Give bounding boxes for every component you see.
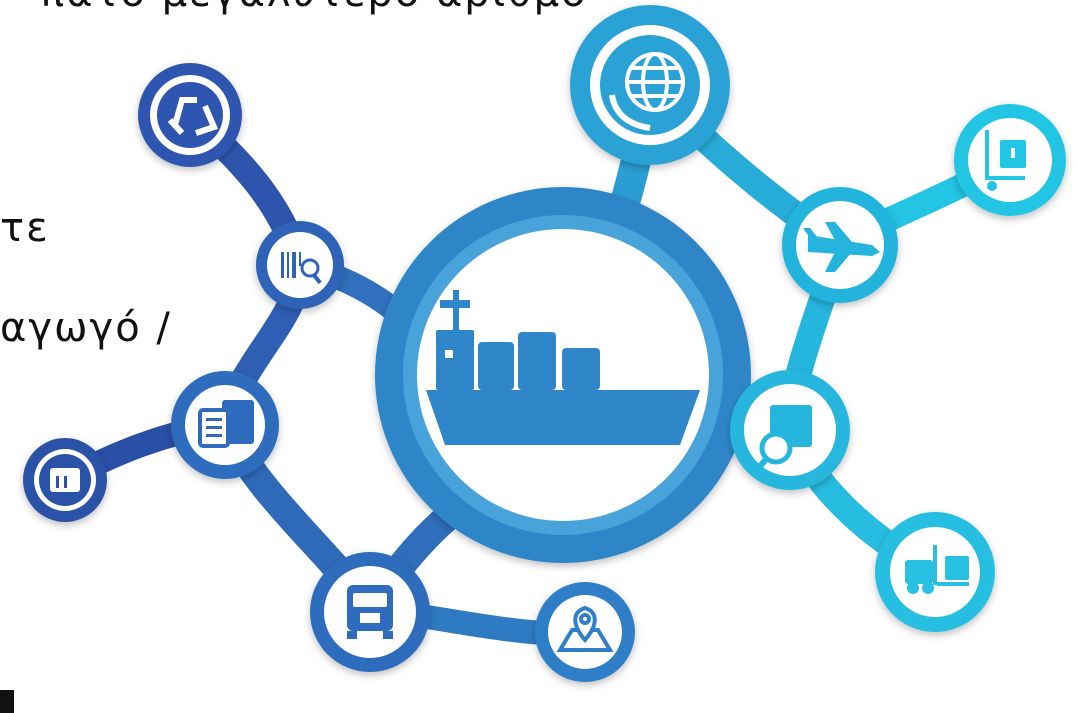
barcode-search-icon (281, 252, 322, 285)
slide-text-line1: τε (0, 205, 50, 251)
map-pin-icon (556, 605, 614, 652)
forklift-icon (905, 545, 969, 594)
package-up-icon (50, 468, 80, 492)
globe-phone-icon (609, 52, 685, 131)
truck-icon (347, 585, 393, 639)
cargo-ship-icon (426, 290, 700, 445)
airplane-icon (803, 222, 880, 272)
hand-truck-icon (985, 130, 1026, 191)
recycle-node (138, 63, 242, 167)
box-search-icon (754, 405, 812, 473)
clipboard-box-icon (198, 400, 254, 448)
slide-text-line2: αγωγό / (0, 305, 172, 351)
bullet-mark (0, 690, 14, 713)
recycle-icon (167, 97, 219, 136)
globe-phone-node (570, 5, 730, 165)
slide-text-top: πάτο μεγαλύτερο αριθμό (40, 0, 588, 16)
